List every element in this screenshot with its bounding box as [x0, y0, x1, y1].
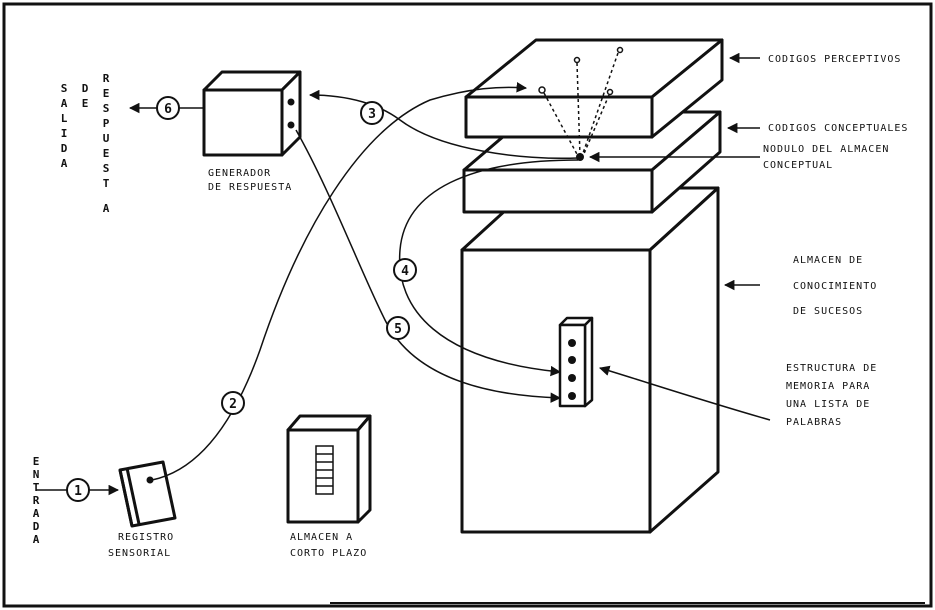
svg-text:A: A: [33, 533, 40, 546]
svg-text:E: E: [82, 97, 89, 110]
svg-text:T: T: [103, 177, 110, 190]
svg-text:A: A: [61, 97, 68, 110]
estructura-label-2: MEMORIA PARA: [786, 381, 870, 392]
almacen-corto-label-1: ALMACEN A: [290, 532, 353, 543]
estructura-label-4: PALABRAS: [786, 417, 842, 428]
estructura-memoria-block: [560, 318, 592, 406]
svg-text:E: E: [103, 87, 110, 100]
svg-text:D: D: [82, 82, 89, 95]
svg-text:S: S: [103, 102, 110, 115]
svg-text:T: T: [33, 481, 40, 494]
svg-text:N: N: [33, 468, 40, 481]
svg-text:D: D: [61, 142, 68, 155]
svg-text:R: R: [33, 494, 40, 507]
svg-text:I: I: [61, 127, 68, 140]
salida-de-respuesta-label: S A L I D A D E R E S P U E S T A: [61, 72, 110, 215]
svg-text:D: D: [33, 520, 40, 533]
registro-sensorial-block: [120, 462, 175, 526]
codigos-perceptivos-label: CODIGOS PERCEPTIVOS: [768, 54, 901, 65]
svg-text:P: P: [103, 117, 110, 130]
generador-label-2: DE RESPUESTA: [208, 182, 292, 193]
step-2: 2: [229, 397, 237, 412]
nodulo-label-1: NODULO DEL ALMACEN: [763, 144, 889, 155]
svg-text:E: E: [33, 455, 40, 468]
generador-label-1: GENERADOR: [208, 168, 271, 179]
svg-text:E: E: [103, 147, 110, 160]
almacen-conocimiento-label-3: DE SUCESOS: [793, 306, 863, 317]
registro-label-1: REGISTRO: [118, 532, 174, 543]
step-3: 3: [368, 107, 376, 122]
svg-text:R: R: [103, 72, 110, 85]
estructura-label-1: ESTRUCTURA DE: [786, 363, 877, 374]
almacen-conocimiento-label-2: CONOCIMIENTO: [793, 281, 877, 292]
generador-respuesta-block: [204, 72, 300, 155]
step-1: 1: [74, 484, 82, 499]
svg-text:A: A: [33, 507, 40, 520]
svg-text:S: S: [61, 82, 68, 95]
svg-text:A: A: [61, 157, 68, 170]
almacen-corto-slots: [316, 446, 333, 494]
registro-label-2: SENSORIAL: [108, 548, 171, 559]
estructura-label-3: UNA LISTA DE: [786, 399, 870, 410]
almacen-corto-label-2: CORTO PLAZO: [290, 548, 367, 559]
step-4: 4: [401, 264, 409, 279]
almacen-conocimiento-label-1: ALMACEN DE: [793, 255, 863, 266]
step-5: 5: [394, 322, 402, 337]
entrada-label: E N T R A D A: [33, 455, 40, 546]
svg-text:A: A: [103, 202, 110, 215]
svg-text:U: U: [103, 132, 110, 145]
svg-text:S: S: [103, 162, 110, 175]
codigos-conceptuales-label: CODIGOS CONCEPTUALES: [768, 123, 908, 134]
nodulo-label-2: CONCEPTUAL: [763, 160, 833, 171]
step-6: 6: [164, 102, 172, 117]
svg-text:L: L: [61, 112, 68, 125]
